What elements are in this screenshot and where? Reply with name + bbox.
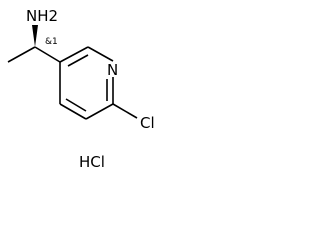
amine-label: NH2 (26, 7, 58, 25)
chlorine-label: Cl (140, 114, 155, 132)
methyl-bond (7, 46, 36, 63)
stereo-wedge-bond (32, 25, 38, 47)
ring-bond-c6-c5 (85, 103, 114, 120)
ring-nitrogen-label: N (107, 61, 118, 79)
ring-double-bond-inner-3 (65, 98, 87, 112)
ring-bond-c3-c2 (59, 46, 89, 63)
structure-diagram: NH2 &1 N Cl HCl (7, 7, 155, 171)
ring-double-bond-inner-1 (67, 54, 89, 67)
chlorine-bond (112, 103, 138, 119)
stereo-label: &1 (45, 37, 58, 47)
hydrochloride-label: HCl (79, 153, 105, 171)
ring-bond-c2-n1 (87, 46, 114, 62)
ring-attachment-bond (34, 46, 61, 63)
ring-bond-c5-c4 (59, 103, 87, 120)
